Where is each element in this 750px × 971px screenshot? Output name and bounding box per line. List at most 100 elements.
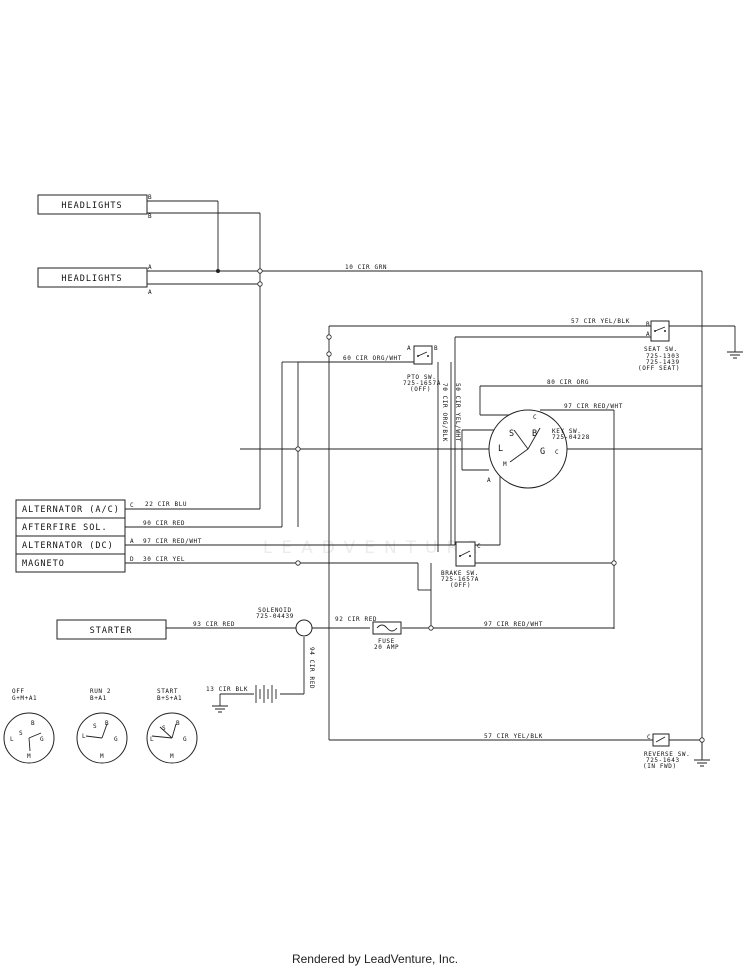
hl2-terminal-a-top: A bbox=[148, 264, 152, 271]
key-pos-run-s: S bbox=[93, 723, 97, 730]
key-position-off: OFF G+M+A1 S B L G M bbox=[3, 688, 55, 764]
hl1-terminal-b-bottom: B bbox=[148, 213, 152, 220]
terminal-letters: B B A A C A D bbox=[130, 194, 152, 563]
brake-switch-part: 725-1657A bbox=[441, 576, 479, 583]
footer-credit: Rendered by LeadVenture, Inc. bbox=[291, 952, 459, 966]
wire-label-93: 93 CIR RED bbox=[193, 621, 235, 628]
fuse: FUSE 20 AMP bbox=[372, 621, 402, 651]
wire-label-80: 80 CIR ORG bbox=[547, 379, 589, 386]
seat-switch-state: (OFF SEAT) bbox=[638, 365, 680, 372]
wire-label-97-bottom: 97 CIR RED/WHT bbox=[484, 621, 543, 628]
key-switch-part: 725-04228 bbox=[552, 434, 590, 441]
reverse-switch-name: REVERSE SW. bbox=[644, 751, 690, 758]
pto-terminal-b: B bbox=[434, 345, 438, 352]
afterfire-sol-label: AFTERFIRE SOL. bbox=[22, 523, 108, 533]
alternator-dc-label: ALTERNATOR (DC) bbox=[22, 541, 114, 551]
pto-terminal-a: A bbox=[407, 345, 411, 352]
brake-terminal-c: C bbox=[477, 543, 481, 550]
reverse-switch-part: 725-1643 bbox=[646, 757, 680, 764]
key-pos-off-b: B bbox=[31, 720, 35, 727]
wire-label-22: 22 CIR BLU bbox=[145, 501, 187, 508]
fuse-name: FUSE bbox=[378, 638, 395, 645]
seat-terminal-b: B bbox=[646, 321, 650, 328]
wire-label-70: 70 CIR ORG/BLK bbox=[441, 383, 448, 442]
wire-labels: 10 CIR GRN 57 CIR YEL/BLK 60 CIR ORG/WHT… bbox=[143, 264, 630, 740]
seat-switch: B A SEAT SW. 725-1303 725-1439 (OFF SEAT… bbox=[638, 320, 680, 372]
key-pos-start-l: L bbox=[150, 736, 154, 743]
key-pos-start-m: M bbox=[170, 753, 174, 760]
watermark: LEADVENTURE bbox=[262, 538, 488, 558]
key-switch-name: KEY SW. bbox=[552, 428, 582, 435]
reverse-switch-state: (IN FWD) bbox=[643, 763, 677, 770]
pto-switch-name: PTO SW. bbox=[407, 374, 437, 381]
wire-label-57-bottom: 57 CIR YEL/BLK bbox=[484, 733, 543, 740]
seat-switch-part2: 725-1439 bbox=[646, 359, 680, 366]
reverse-terminal-c: C bbox=[647, 734, 651, 741]
key-terminal-s: S bbox=[509, 429, 515, 439]
solenoid-name: SOLENOID bbox=[258, 607, 292, 614]
wire-label-97-mid: 97 CIR RED/WHT bbox=[143, 538, 202, 545]
wire-label-10: 10 CIR GRN bbox=[345, 264, 387, 271]
alt-dc-terminal-a: A bbox=[130, 538, 134, 545]
key-pos-off-circuit: G+M+A1 bbox=[12, 695, 37, 702]
magneto-terminal-d: D bbox=[130, 556, 134, 563]
headlights-2-label: HEADLIGHTS bbox=[61, 274, 122, 284]
wire-label-92: 92 CIR RED bbox=[335, 616, 377, 623]
solenoid-part: 725-04439 bbox=[256, 613, 294, 620]
key-terminal-c-right: C bbox=[555, 449, 559, 456]
hl2-terminal-a-bottom: A bbox=[148, 289, 152, 296]
pto-switch: A B PTO SW. 725-1657A (OFF) bbox=[403, 345, 441, 393]
headlights-box-2: HEADLIGHTS bbox=[37, 267, 148, 288]
key-pos-run-g: G bbox=[114, 736, 118, 743]
alt-ac-terminal-c: C bbox=[130, 502, 134, 509]
battery bbox=[255, 685, 277, 703]
wire-lines bbox=[125, 200, 736, 760]
key-pos-off-l: L bbox=[10, 736, 14, 743]
wire-label-50: 50 CIR YEL/WHT bbox=[454, 383, 461, 442]
key-pos-start-circuit: B+S+A1 bbox=[157, 695, 182, 702]
reverse-switch: C REVERSE SW. 725-1643 (IN FWD) bbox=[643, 733, 690, 770]
key-position-start: START B+S+A1 S B L G M bbox=[146, 688, 198, 764]
wire-label-94: 94 CIR RED bbox=[308, 647, 315, 689]
alternator-block: ALTERNATOR (A/C) AFTERFIRE SOL. ALTERNAT… bbox=[15, 499, 126, 573]
wire-label-97-top: 97 CIR RED/WHT bbox=[564, 403, 623, 410]
wire-label-90: 90 CIR RED bbox=[143, 520, 185, 527]
magneto-label: MAGNETO bbox=[22, 559, 65, 569]
brake-switch-name: BRAKE SW. bbox=[441, 570, 479, 577]
key-terminal-a: A bbox=[487, 477, 491, 484]
junction-dots bbox=[216, 268, 705, 743]
pto-switch-part: 725-1657A bbox=[403, 380, 441, 387]
key-pos-off-label: OFF bbox=[12, 688, 25, 695]
key-pos-run-circuit: B+A1 bbox=[90, 695, 107, 702]
key-switch: S B L G M C C A KEY SW. 725-04228 bbox=[487, 409, 590, 489]
wire-label-60: 60 CIR ORG/WHT bbox=[343, 355, 402, 362]
key-pos-run-m: M bbox=[100, 753, 104, 760]
headlights-1-label: HEADLIGHTS bbox=[61, 201, 122, 211]
key-terminal-m: M bbox=[503, 461, 507, 468]
key-pos-off-g: G bbox=[40, 736, 44, 743]
key-pos-run-l: L bbox=[82, 733, 86, 740]
brake-switch-state: (OFF) bbox=[450, 582, 471, 589]
wire-label-57-top: 57 CIR YEL/BLK bbox=[571, 318, 630, 325]
key-pos-run-label: RUN 2 bbox=[90, 688, 111, 695]
ground-symbols bbox=[212, 351, 743, 767]
starter-label: STARTER bbox=[90, 626, 133, 636]
key-pos-off-m: M bbox=[27, 753, 31, 760]
brake-switch: C BRAKE SW. 725-1657A (OFF) bbox=[441, 541, 481, 589]
key-pos-start-b: B bbox=[176, 720, 180, 727]
wire-label-13: 13 CIR BLK bbox=[206, 686, 248, 693]
hl1-terminal-b-top: B bbox=[148, 194, 152, 201]
seat-switch-part1: 725-1303 bbox=[646, 353, 680, 360]
key-terminal-b: B bbox=[532, 429, 538, 439]
seat-terminal-a: A bbox=[646, 331, 650, 338]
seat-switch-name: SEAT SW. bbox=[644, 346, 678, 353]
fuse-rating: 20 AMP bbox=[374, 644, 399, 651]
key-pos-run-b: B bbox=[105, 720, 109, 727]
key-terminal-c-top: C bbox=[533, 414, 537, 421]
key-terminal-g: G bbox=[540, 447, 546, 457]
starter-box: STARTER bbox=[56, 619, 167, 640]
key-pos-start-label: START bbox=[157, 688, 178, 695]
pto-switch-state: (OFF) bbox=[410, 386, 431, 393]
key-pos-start-s: S bbox=[162, 725, 166, 732]
